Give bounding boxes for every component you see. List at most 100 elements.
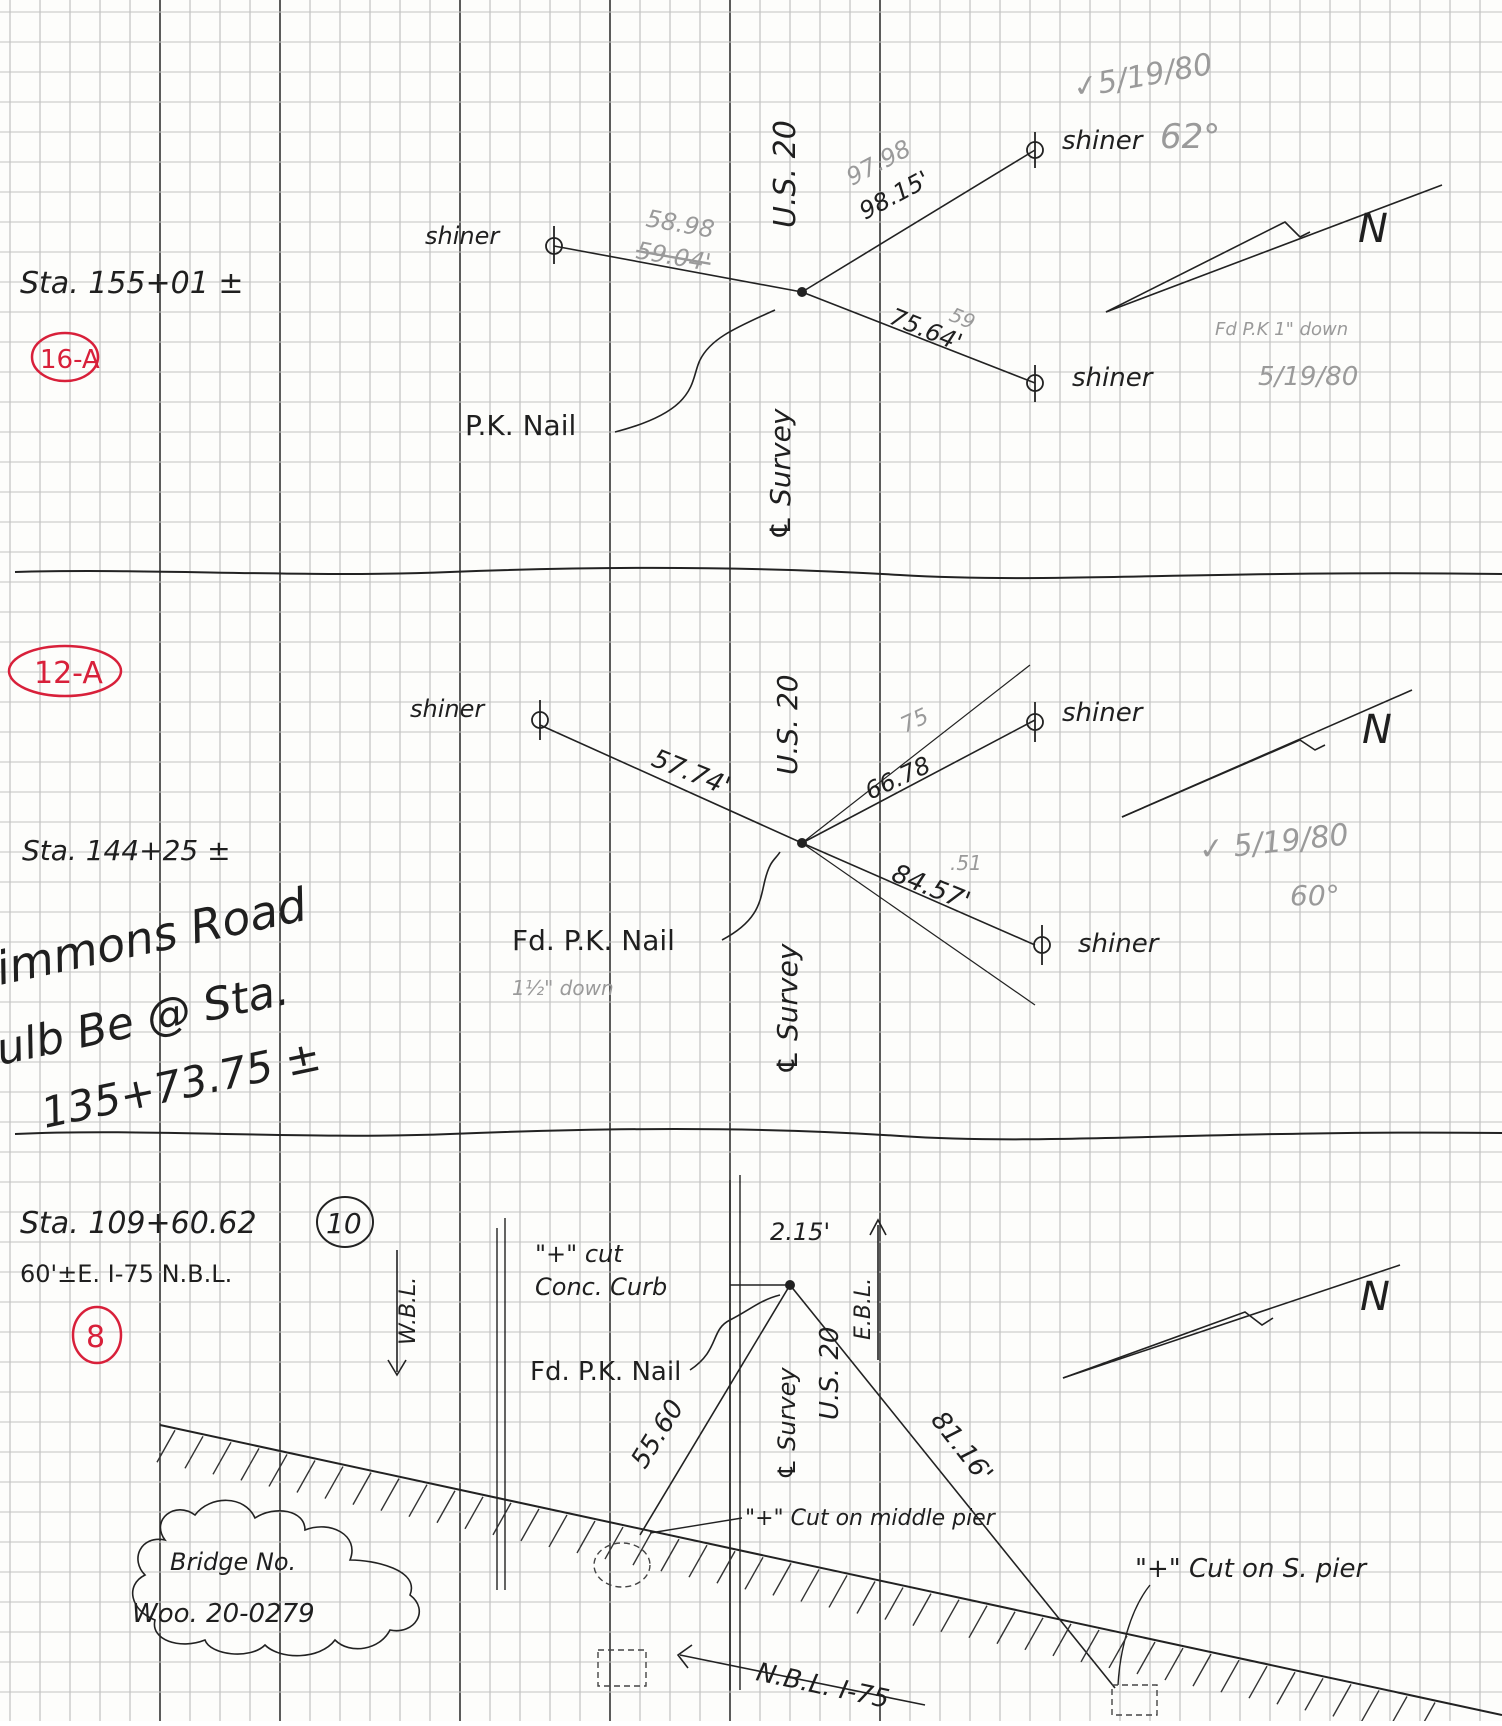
north-arrow-icon: N bbox=[1105, 184, 1443, 313]
hatch-line bbox=[436, 1490, 456, 1524]
bridge-hatching bbox=[156, 1429, 1436, 1726]
hatch-line bbox=[912, 1593, 932, 1626]
section-divider-1 bbox=[14, 566, 1502, 580]
section-10: Sta. 109+60.62 10 60'±E. I-75 N.B.L. 8 W… bbox=[20, 1175, 1502, 1726]
hatch-line bbox=[996, 1611, 1016, 1645]
shiner-se-label: shiner bbox=[1078, 929, 1161, 959]
hatch-line bbox=[800, 1569, 820, 1602]
hatch-line bbox=[1052, 1623, 1072, 1657]
dist-se-new: .51 bbox=[950, 851, 982, 875]
temp: 62° bbox=[1160, 117, 1220, 157]
hatch-line bbox=[352, 1472, 372, 1505]
pk-leader bbox=[721, 851, 781, 941]
pk-leader bbox=[689, 1294, 781, 1371]
road-label: U.S. 20 bbox=[815, 1327, 845, 1420]
section-divider-2 bbox=[14, 1128, 1502, 1141]
hatch-line bbox=[408, 1484, 428, 1518]
pk-leader bbox=[614, 309, 776, 433]
hatch-line bbox=[1420, 1702, 1436, 1726]
svg-text:N: N bbox=[1358, 206, 1388, 252]
road-label: U.S. 20 bbox=[771, 674, 804, 775]
hatch-line bbox=[828, 1575, 848, 1608]
id-label: 12-A bbox=[34, 656, 103, 691]
dist-ne-old: 66.78 bbox=[861, 751, 935, 805]
id-circle bbox=[30, 331, 100, 383]
hatch-line bbox=[604, 1526, 624, 1560]
hatch-line bbox=[856, 1581, 876, 1614]
north-arrow-icon: N bbox=[1062, 1264, 1401, 1379]
hatch-line bbox=[240, 1448, 260, 1481]
shiner-ne-label: shiner bbox=[1062, 126, 1145, 156]
fd-pk-date: 5/19/80 bbox=[1258, 362, 1358, 392]
middle-pier-label: "+" Cut on middle pier bbox=[745, 1506, 997, 1531]
cut-curb-label-2: Conc. Curb bbox=[535, 1273, 667, 1301]
shiner-w-label: shiner bbox=[425, 222, 501, 250]
hatch-line bbox=[968, 1605, 988, 1639]
south-pier bbox=[1111, 1684, 1158, 1716]
hatch-line bbox=[1360, 1690, 1380, 1723]
pk-label: Fd. P.K. Nail bbox=[512, 924, 675, 957]
dist-ne-new: 75 bbox=[897, 704, 933, 738]
dist-w-new: 58.98 bbox=[644, 204, 717, 244]
road-label: U.S. 20 bbox=[768, 120, 803, 228]
survey-label: ℄ Survey bbox=[771, 943, 804, 1075]
middle-pier bbox=[593, 1542, 651, 1588]
hatch-line bbox=[520, 1508, 540, 1542]
shiner-ne-label: shiner bbox=[1062, 698, 1145, 728]
ebl-label: E.B.L. bbox=[851, 1278, 876, 1340]
id2-label: 8 bbox=[86, 1320, 105, 1355]
hatch-line bbox=[212, 1441, 232, 1475]
station-label: Sta. 109+60.62 bbox=[20, 1206, 257, 1241]
north-arrow-icon: N bbox=[1121, 689, 1413, 818]
dist-south: 81.16' bbox=[924, 1406, 998, 1489]
hatch-line bbox=[324, 1466, 344, 1499]
station-label: Sta. 155+01 ± bbox=[20, 266, 244, 301]
temp: 60° bbox=[1290, 879, 1340, 912]
middle-pier-base bbox=[597, 1649, 647, 1687]
hatch-line bbox=[1248, 1665, 1268, 1699]
hatch-line bbox=[660, 1538, 680, 1572]
svg-text:N: N bbox=[1362, 707, 1392, 753]
shiner-se-label: shiner bbox=[1072, 363, 1155, 393]
hatch-line bbox=[380, 1478, 400, 1511]
hatch-line bbox=[716, 1550, 736, 1584]
dist-curb: 2.15' bbox=[770, 1218, 830, 1246]
hatch-line bbox=[184, 1435, 204, 1469]
hatch-line bbox=[156, 1429, 176, 1463]
pk-down-note: 1½" down bbox=[512, 976, 614, 1000]
hatch-line bbox=[1332, 1684, 1352, 1717]
id-circle bbox=[7, 644, 123, 698]
hatch-line bbox=[884, 1587, 904, 1620]
hatch-line bbox=[632, 1532, 652, 1566]
shiner-w-label: shiner bbox=[410, 695, 486, 723]
pk-label: Fd. P.K. Nail bbox=[530, 1357, 681, 1387]
id-label: 10 bbox=[326, 1207, 362, 1240]
hatch-line bbox=[1108, 1635, 1128, 1669]
hatch-line bbox=[688, 1544, 708, 1578]
hatch-line bbox=[1080, 1629, 1100, 1663]
hatch-line bbox=[940, 1599, 960, 1633]
check-date: ✓ 5/19/80 bbox=[1197, 817, 1350, 868]
hatch-line bbox=[576, 1520, 596, 1554]
bridge-edge bbox=[159, 1424, 1502, 1716]
hatch-line bbox=[772, 1563, 792, 1596]
south-pier-label: "+" Cut on S. pier bbox=[1135, 1554, 1368, 1584]
nbl-label: N.B.L. I-75 bbox=[754, 1658, 892, 1715]
hatch-line bbox=[1024, 1617, 1044, 1651]
station-label: Sta. 144+25 ± bbox=[22, 834, 231, 867]
wbl-label: W.B.L. bbox=[396, 1277, 421, 1345]
hatch-line bbox=[464, 1496, 484, 1530]
id-circle bbox=[316, 1196, 374, 1248]
bridge-cloud bbox=[131, 1499, 421, 1657]
fd-pk-note: Fd P.K 1" down bbox=[1215, 319, 1348, 340]
cut-curb-label-1: "+" cut bbox=[535, 1240, 624, 1268]
hatch-line bbox=[1304, 1677, 1324, 1711]
dist-w-old: 59.04' bbox=[634, 236, 713, 277]
offset-label: 60'±E. I-75 N.B.L. bbox=[20, 1260, 232, 1288]
hatch-line bbox=[548, 1514, 568, 1548]
hatch-line bbox=[1389, 1696, 1408, 1726]
hatch-line bbox=[268, 1454, 288, 1487]
survey-label: ℄ Survey bbox=[773, 1367, 801, 1480]
